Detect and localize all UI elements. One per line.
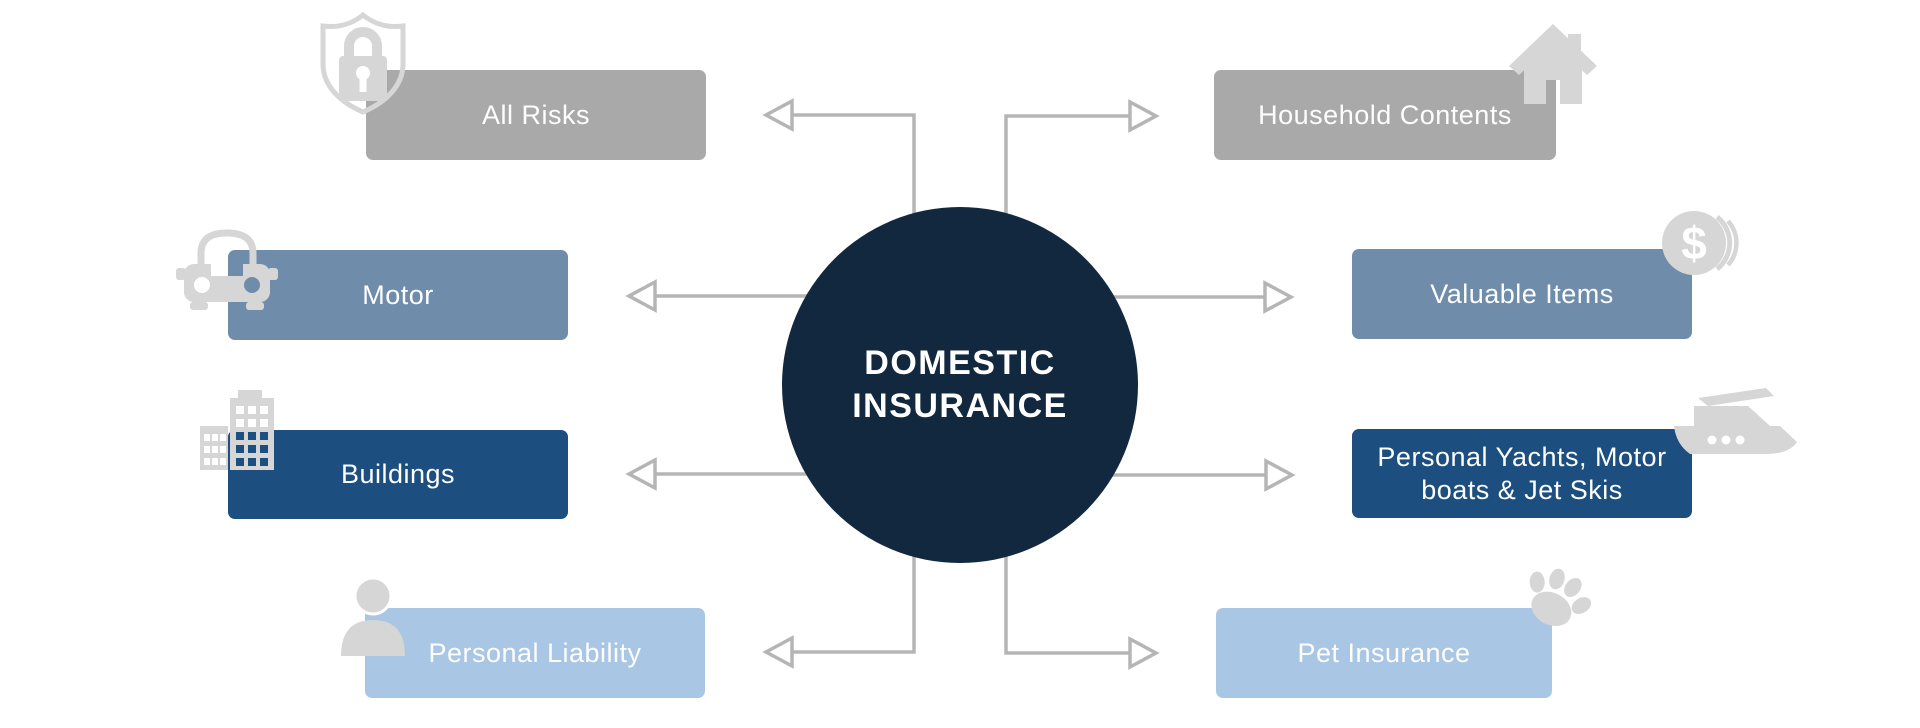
node-label: Buildings — [340, 459, 456, 490]
node-label: Pet Insurance — [1297, 637, 1471, 668]
center-title: DOMESTIC INSURANCE — [852, 342, 1068, 428]
center-title-line2: INSURANCE — [852, 387, 1068, 425]
person-icon — [341, 576, 405, 656]
buildings-icon — [200, 390, 274, 470]
node-label: Motor — [362, 279, 434, 310]
house-icon — [1509, 24, 1597, 104]
node-label: Valuable Items — [1430, 278, 1614, 309]
coins-icon: $ — [1662, 211, 1739, 275]
yacht-icon — [1674, 388, 1797, 454]
node-valuable-items: Valuable Items — [1352, 249, 1692, 339]
node-personal-yachts: Personal Yachts, Motor boats & Jet Skis — [1352, 429, 1692, 518]
shield-lock-icon — [320, 11, 406, 115]
node-label: All Risks — [481, 99, 590, 130]
car-icon — [176, 229, 278, 310]
dollar-glyph: $ — [1681, 217, 1707, 269]
node-all-risks: All Risks — [366, 70, 706, 160]
node-label: Personal Liability — [428, 637, 642, 668]
node-pet-insurance: Pet Insurance — [1216, 608, 1552, 698]
paw-icon — [1529, 568, 1592, 627]
center-title-line1: DOMESTIC — [864, 344, 1056, 382]
node-label: Personal Yachts, Motor boats & Jet Skis — [1377, 442, 1667, 505]
node-label: Household Contents — [1258, 99, 1512, 130]
center-node: DOMESTIC INSURANCE — [782, 207, 1138, 563]
node-buildings: Buildings — [228, 430, 568, 519]
node-motor: Motor — [228, 250, 568, 340]
node-household-contents: Household Contents — [1214, 70, 1556, 160]
node-personal-liability: Personal Liability — [365, 608, 705, 698]
